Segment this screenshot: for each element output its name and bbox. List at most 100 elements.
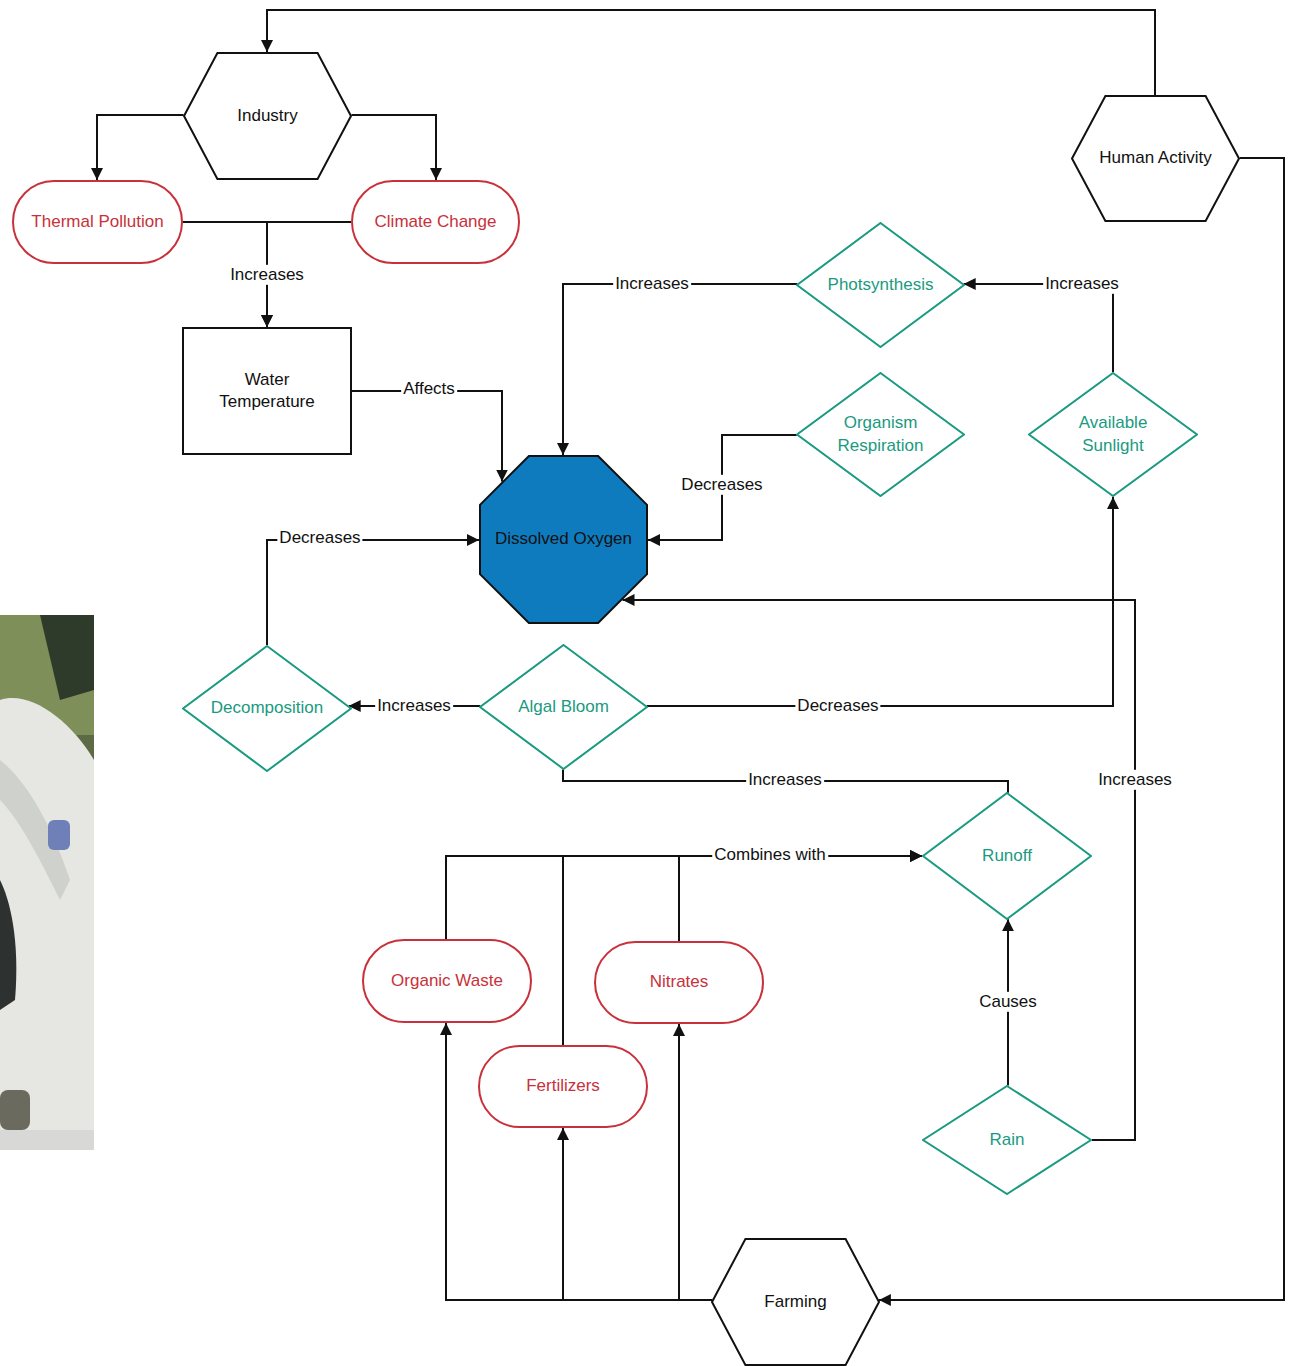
node-body: Organic Waste xyxy=(362,939,532,1023)
node-text-group: Water Temperature xyxy=(212,369,322,413)
node-body: Water Temperature xyxy=(182,327,352,455)
actor-hexagon: Human Activity xyxy=(1071,95,1240,222)
node-text-group: Algal Bloom xyxy=(518,696,609,718)
pollutant-pill: Organic Waste xyxy=(362,939,532,1023)
connector-line xyxy=(446,856,922,939)
node-label: Photsynthesis xyxy=(828,274,934,296)
factor-diamond: Rain xyxy=(922,1085,1092,1195)
node-body: Organism Respiration xyxy=(796,372,965,497)
node-label: Water Temperature xyxy=(212,369,322,413)
node-label: Industry xyxy=(237,105,297,127)
edge-label: Decreases xyxy=(679,475,764,495)
pollutant-pill: Climate Change xyxy=(351,180,520,264)
node-text-group: Thermal Pollution xyxy=(31,211,163,233)
shape-path xyxy=(1072,96,1239,221)
shape-path xyxy=(479,1046,647,1127)
node-label: Decomposition xyxy=(211,697,323,719)
factor-diamond: Organism Respiration xyxy=(796,372,965,497)
shape-path xyxy=(352,181,519,263)
node-body: Farming xyxy=(711,1238,880,1366)
edge-label: Increases xyxy=(746,770,824,790)
shape-path xyxy=(923,793,1091,919)
node-body: Fertilizers xyxy=(478,1045,648,1128)
node-label: Climate Change xyxy=(375,211,497,233)
shape-path xyxy=(1029,373,1197,496)
edge-label: Increases xyxy=(1096,770,1174,790)
node-body: Dissolved Oxygen xyxy=(479,455,648,624)
pollutant-pill: Fertilizers xyxy=(478,1045,648,1128)
node-body: Runoff xyxy=(922,792,1092,920)
shape-path xyxy=(363,940,531,1022)
connector-line xyxy=(352,115,437,180)
node-body: Climate Change xyxy=(351,180,520,264)
factor-diamond: Algal Bloom xyxy=(479,644,648,770)
node-body: Photsynthesis xyxy=(796,222,965,348)
node-body: Algal Bloom xyxy=(479,644,648,770)
process-box: Water Temperature xyxy=(182,327,352,455)
shape-outline xyxy=(1028,372,1198,497)
node-text-group: Organic Waste xyxy=(391,970,503,992)
factor-diamond: Photsynthesis xyxy=(796,222,965,348)
shape-outline xyxy=(796,372,965,497)
node-text-group: Available Sunlight xyxy=(1068,412,1158,456)
connector-line xyxy=(623,600,1136,1140)
node-label: Nitrates xyxy=(650,971,709,993)
edge-label: Causes xyxy=(977,992,1039,1012)
shape-path xyxy=(797,373,964,496)
pollutant-pill: Thermal Pollution xyxy=(12,180,183,264)
node-text-group: Rain xyxy=(990,1129,1025,1151)
actor-hexagon: Industry xyxy=(183,52,352,180)
node-body: Rain xyxy=(922,1085,1092,1195)
node-label: Organism Respiration xyxy=(831,412,931,456)
node-text-group: Organism Respiration xyxy=(831,412,931,456)
node-body: Human Activity xyxy=(1071,95,1240,222)
edge-label: Increases xyxy=(613,274,691,294)
edge-label: Decreases xyxy=(277,528,362,548)
node-text-group: Fertilizers xyxy=(526,1075,600,1097)
node-text-group: Human Activity xyxy=(1099,147,1211,169)
connector-line xyxy=(647,497,1113,706)
shape-path xyxy=(595,942,763,1023)
shape-outline xyxy=(182,327,352,455)
shape-path xyxy=(13,181,182,263)
node-label: Human Activity xyxy=(1099,147,1211,169)
node-text-group: Climate Change xyxy=(375,211,497,233)
shape-path xyxy=(184,53,351,179)
central-octagon: Dissolved Oxygen xyxy=(479,455,648,624)
node-body: Nitrates xyxy=(594,941,764,1024)
edge-label: Combines with xyxy=(712,845,828,865)
node-body: Thermal Pollution xyxy=(12,180,183,264)
node-label: Rain xyxy=(990,1129,1025,1151)
actor-hexagon: Farming xyxy=(711,1238,880,1366)
shape-path xyxy=(183,328,351,454)
node-label: Available Sunlight xyxy=(1068,412,1158,456)
node-label: Runoff xyxy=(982,845,1032,867)
connector-line xyxy=(563,1128,712,1300)
factor-diamond: Decomposition xyxy=(182,645,352,772)
node-label: Farming xyxy=(764,1291,826,1313)
connector-line xyxy=(679,856,922,941)
shape-path xyxy=(480,456,647,623)
shape-path xyxy=(923,1086,1091,1194)
factor-diamond: Available Sunlight xyxy=(1028,372,1198,497)
connector-line xyxy=(964,284,1113,372)
shape-path xyxy=(797,223,964,347)
node-label: Fertilizers xyxy=(526,1075,600,1097)
node-body: Decomposition xyxy=(182,645,352,772)
connector-line xyxy=(97,115,184,180)
connector-line xyxy=(679,1024,712,1300)
edge-label: Affects xyxy=(401,379,457,399)
edge-label: Increases xyxy=(228,265,306,285)
node-text-group: Farming xyxy=(764,1291,826,1313)
connector-line xyxy=(648,435,797,540)
pollutant-pill: Nitrates xyxy=(594,941,764,1024)
connector-line xyxy=(267,540,479,645)
edge-label: Increases xyxy=(1043,274,1121,294)
connector-line xyxy=(267,10,1155,95)
node-text-group: Nitrates xyxy=(650,971,709,993)
node-label: Organic Waste xyxy=(391,970,503,992)
node-text-group: Decomposition xyxy=(211,697,323,719)
connector-line xyxy=(446,1023,712,1300)
shape-path xyxy=(183,646,351,771)
